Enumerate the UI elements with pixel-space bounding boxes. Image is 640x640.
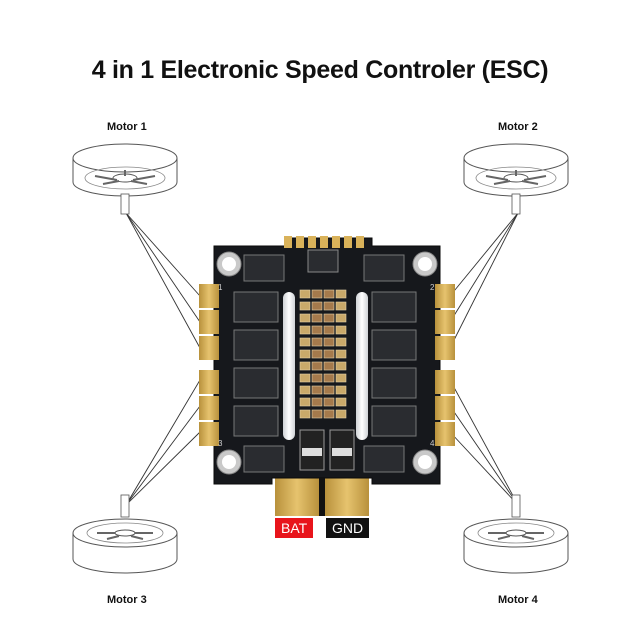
mosfets-left [233,254,285,473]
capacitor [335,289,347,299]
capacitor [323,373,335,383]
capacitor [299,325,311,335]
capacitor [299,349,311,359]
capacitor [323,301,335,311]
mounting-holes [216,251,438,475]
motor-1-label: Motor 1 [107,121,147,133]
gnd-label: GND [326,518,370,538]
mosfets-right [363,254,417,473]
capacitor [335,397,347,407]
motor-wires [125,212,519,506]
motor-4-icon [463,494,569,574]
capacitor [323,385,335,395]
capacitor [323,409,335,419]
motor-2-label: Motor 2 [498,121,538,133]
capacitor [299,397,311,407]
shunt-resistors [299,429,355,471]
capacitor [335,373,347,383]
power-pads [275,478,369,516]
capacitor [299,409,311,419]
capacitor [299,373,311,383]
header-pins [284,236,364,248]
motor-pads-right [435,284,455,446]
motor-2-icon [463,143,569,215]
bat-label: BAT [275,518,314,538]
capacitor [335,313,347,323]
capacitor [311,373,323,383]
capacitor [311,337,323,347]
capacitor [323,349,335,359]
regulator-chip [307,249,339,273]
capacitor [299,337,311,347]
bus-strip-left [283,292,295,440]
motor-3-icon [72,494,178,574]
capacitor [311,385,323,395]
capacitor [311,409,323,419]
capacitor [311,349,323,359]
esc-board: 1 2 3 4 [199,236,455,485]
capacitor [299,385,311,395]
capacitor [299,301,311,311]
capacitor [311,289,323,299]
corner-label-1: 1 [218,283,223,292]
capacitor [311,313,323,323]
capacitor [311,361,323,371]
motor-pads-left [199,284,219,446]
capacitor-array [299,289,347,419]
capacitor [335,349,347,359]
capacitor [335,361,347,371]
bus-strip-right [356,292,368,440]
capacitor [311,397,323,407]
capacitor [299,289,311,299]
corner-label-4: 4 [430,439,435,448]
capacitor [311,301,323,311]
capacitor [335,301,347,311]
motor-4-label: Motor 4 [498,594,538,606]
capacitor [323,361,335,371]
corner-label-3: 3 [218,439,223,448]
capacitor [323,313,335,323]
capacitor [323,397,335,407]
capacitor [323,325,335,335]
motor-3-label: Motor 3 [107,594,147,606]
diagram-title: 4 in 1 Electronic Speed Controler (ESC) [91,56,549,84]
capacitor [323,289,335,299]
corner-label-2: 2 [430,283,435,292]
capacitor [335,325,347,335]
capacitor [335,337,347,347]
capacitor [299,361,311,371]
capacitor [335,409,347,419]
motor-1-icon [72,143,178,215]
capacitor [335,385,347,395]
capacitor [299,313,311,323]
capacitor [311,325,323,335]
capacitor [323,337,335,347]
